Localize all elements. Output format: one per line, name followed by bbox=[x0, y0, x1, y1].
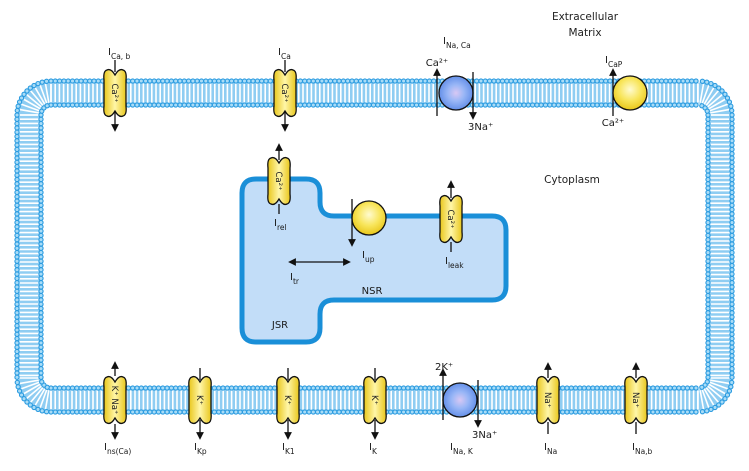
iup-label: Iup bbox=[362, 250, 375, 264]
ik-ion-label: K⁺ bbox=[369, 395, 379, 405]
ikp-channel bbox=[188, 375, 212, 425]
inak-k-ion: 2K⁺ bbox=[435, 362, 453, 373]
ik1-current: K⁺ IK1 bbox=[276, 368, 300, 456]
ina-b-channel bbox=[624, 375, 648, 425]
itr-label: Itr bbox=[290, 272, 300, 286]
cytoplasm-label: Cytoplasm bbox=[544, 174, 600, 186]
nsr-label: NSR bbox=[362, 286, 383, 297]
inaca-exchanger-body bbox=[438, 75, 474, 111]
ina-label: INa bbox=[544, 442, 557, 456]
ica-b-ion-label: Ca²⁺ bbox=[109, 83, 119, 102]
ica-b-channel bbox=[103, 68, 127, 118]
irel-label: Irel bbox=[274, 218, 287, 232]
inaca-label: INa, Ca bbox=[443, 36, 471, 50]
inaca-ca-ion: Ca²⁺ bbox=[426, 58, 448, 69]
jsr-label: JSR bbox=[271, 320, 288, 331]
itr-transfer: Itr bbox=[288, 258, 351, 286]
inak-na-ion: 3Na⁺ bbox=[472, 430, 497, 441]
ikp-current: K⁺ IKp bbox=[188, 368, 212, 456]
ileak-current: Ca²⁺ Ileak bbox=[439, 180, 464, 270]
lipid-heads bbox=[14, 78, 735, 415]
extracellular-label-2: Matrix bbox=[568, 27, 601, 39]
ik-label: IK bbox=[369, 442, 378, 456]
inaca-na-ion: 3Na⁺ bbox=[468, 122, 493, 133]
ica-ion-label: Ca²⁺ bbox=[279, 83, 289, 102]
ik-current: K⁺ IK bbox=[363, 368, 387, 456]
irel-channel bbox=[267, 156, 291, 206]
inaca-exchanger: INa, Ca Ca²⁺ 3Na⁺ bbox=[426, 36, 493, 133]
ina-b-current: Na⁺ INa,b bbox=[624, 362, 653, 456]
icap-label: ICaP bbox=[605, 55, 623, 69]
inak-pump: 2K⁺ 3Na⁺INa, K bbox=[435, 362, 497, 456]
icap-ca-ion: Ca²⁺ bbox=[602, 118, 624, 129]
inak-label: INa, K bbox=[450, 442, 474, 456]
ins-ca-channel bbox=[103, 375, 127, 425]
ina-channel bbox=[536, 375, 560, 425]
ileak-ion-label: Ca²⁺ bbox=[445, 209, 455, 228]
ins-ca-current: K⁺ Na⁺ Ins(Ca) bbox=[103, 361, 131, 456]
extracellular-label-1: Extracellular bbox=[552, 11, 619, 23]
ica-current: Ca²⁺ ICa bbox=[273, 47, 297, 132]
ins-ca-ion-label: K⁺ Na⁺ bbox=[109, 386, 119, 415]
ica-channel bbox=[273, 68, 297, 118]
ikp-ion-label: K⁺ bbox=[194, 395, 204, 405]
ileak-label: Ileak bbox=[445, 256, 464, 270]
ina-b-label: INa,b bbox=[632, 442, 653, 456]
ikp-label: IKp bbox=[194, 442, 207, 456]
iup-pump-body bbox=[351, 200, 387, 236]
inak-pump-body bbox=[442, 382, 478, 418]
ina-current: Na⁺ INa bbox=[536, 362, 560, 456]
ica-b-current: Ca²⁺ ICa, b bbox=[103, 47, 131, 132]
irel-ion-label: Ca²⁺ bbox=[273, 171, 283, 190]
irel-current: Ca²⁺ Irel bbox=[267, 143, 291, 232]
ina-ion-label: Na⁺ bbox=[542, 392, 552, 408]
icap-pump-body bbox=[612, 75, 648, 111]
icap-pump: ICaP Ca²⁺ bbox=[602, 55, 648, 129]
ik1-channel bbox=[276, 375, 300, 425]
ik1-label: IK1 bbox=[282, 442, 295, 456]
ins-ca-label: Ins(Ca) bbox=[104, 442, 131, 456]
ik-channel bbox=[363, 375, 387, 425]
ica-b-label: ICa, b bbox=[108, 47, 131, 61]
ileak-channel bbox=[439, 194, 463, 244]
ik1-ion-label: K⁺ bbox=[282, 395, 292, 405]
ica-label: ICa bbox=[278, 47, 291, 61]
ina-b-ion-label: Na⁺ bbox=[630, 392, 640, 408]
iup-pump: Iup bbox=[348, 199, 387, 264]
